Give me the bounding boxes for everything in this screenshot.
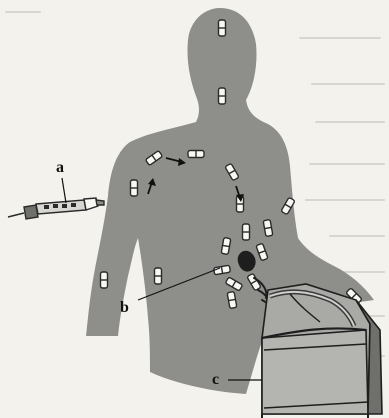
gamma-detector-icon [262,284,382,418]
radioactive-capsule-icon [243,224,250,240]
radioactive-capsule-icon [101,272,108,288]
radioactive-capsule-icon [219,20,226,36]
label-a: a [56,160,64,176]
radioactive-capsule-icon [219,88,226,104]
syringe-icon [8,198,104,219]
radioactive-capsule-icon [131,180,138,196]
radioactive-capsule-icon [188,151,204,158]
radioactive-capsule-icon [155,268,162,284]
label-a-leader [62,178,66,203]
label-c: c [212,372,219,388]
label-b: b [120,300,129,316]
